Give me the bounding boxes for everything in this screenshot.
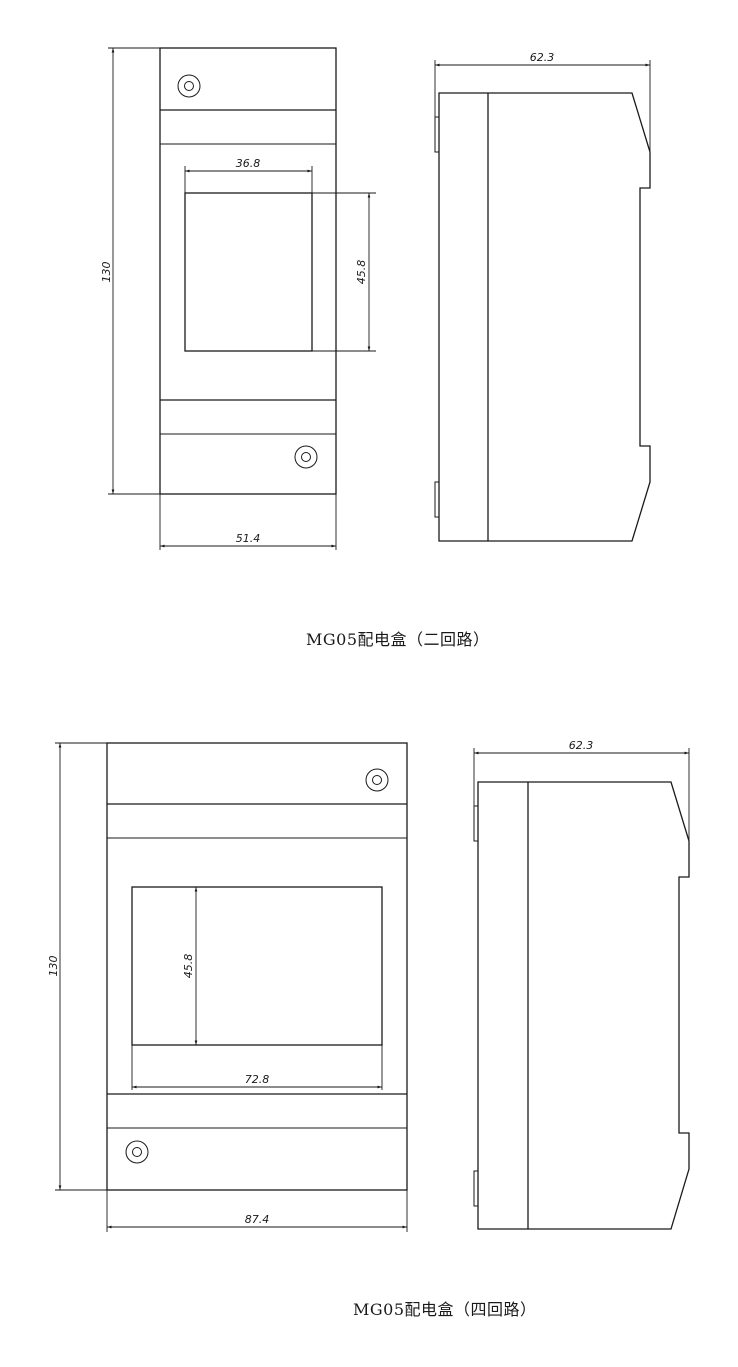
side-outline — [477, 781, 690, 1230]
width-dim-label: 87.4 — [245, 1213, 270, 1226]
width-dim-label: 51.4 — [236, 532, 261, 545]
side-outline — [438, 92, 651, 542]
side-view-4-circuit — [473, 748, 690, 1230]
window-height-dim-label: 45.8 — [182, 954, 195, 979]
front-outline — [106, 742, 408, 1191]
breaker-window — [184, 192, 313, 352]
window-width-dim-label: 72.8 — [245, 1073, 270, 1086]
front-view-4-circuit — [55, 742, 408, 1232]
window-height-dim-label: 45.8 — [355, 260, 368, 285]
breaker-window — [131, 886, 383, 1046]
caption-4-circuit: MG05配电盒（四回路） — [353, 1300, 537, 1319]
depth-dim-label: 62.3 — [530, 51, 555, 64]
window-width-dim-label: 36.8 — [236, 157, 261, 170]
screw-icon — [125, 1140, 149, 1164]
height-dim-label: 130 — [100, 262, 113, 283]
front-view-2-circuit — [108, 47, 376, 550]
depth-dim-label: 62.3 — [569, 739, 594, 752]
front-outline — [159, 47, 337, 495]
side-view-2-circuit — [434, 60, 651, 542]
caption-2-circuit: MG05配电盒（二回路） — [306, 630, 490, 649]
screw-icon — [365, 768, 389, 792]
screw-icon — [177, 74, 201, 98]
height-dim-label: 130 — [47, 956, 60, 977]
screw-icon — [294, 445, 318, 469]
